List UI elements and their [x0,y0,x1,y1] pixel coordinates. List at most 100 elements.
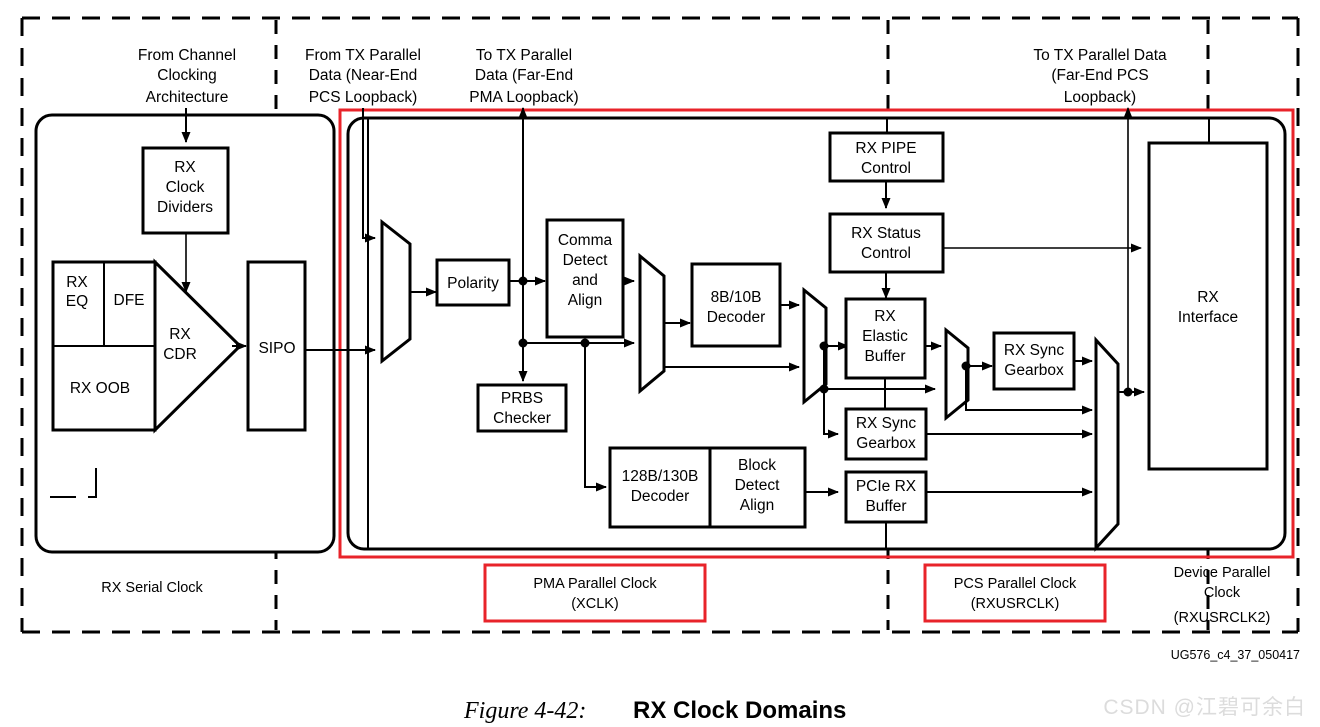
block-label-line: Align [740,497,774,514]
block-block-detect-align: Block Detect Align [708,446,839,529]
block-label-line: Detect [735,477,780,494]
annotation-line: Architecture [146,89,229,106]
block-label-line: Control [861,160,911,177]
block-label-line: SIPO [258,340,295,357]
annotation-line: From TX Parallel [305,47,421,64]
clock-domain-label: PMA Parallel Clock [533,576,657,592]
wire-mux3-fanout [819,341,936,439]
block-rx-elastic-buffer: RX Elastic Buffer [844,297,942,424]
block-label-line: DFE [114,292,145,309]
block-sipo: SIPO [232,260,307,432]
annotation-to-tx-parallel-far-end-pma: To TX Parallel Data (Far-End PMA Loopbac… [469,47,578,106]
block-label-line: Buffer [865,498,906,515]
block-label-line: RX Sync [1004,342,1065,359]
block-comma-detect-and-align: Comma Detect and Align [545,218,635,339]
mux-decoder-select [802,286,828,406]
block-rx-status-control: RX Status Control [828,212,1142,299]
block-label-line: EQ [66,293,88,310]
annotation-line: To TX Parallel Data [1033,47,1167,64]
wire-polarity-fanout [509,276,635,382]
block-rx-interface: RX Interface [1147,118,1269,471]
block-label-line: Comma [558,232,613,249]
block-label-line: RX Status [851,225,921,242]
block-label-line: Polarity [447,275,499,292]
watermark: CSDN @江碧可余白 [1103,696,1306,719]
block-label-line: Clock [166,179,205,196]
block-label-line: PCIe RX [856,478,917,495]
annotation-from-channel-clocking: From Channel Clocking Architecture [138,47,236,106]
wire-to-128b130b [580,338,607,492]
clock-domain-label: (RXUSRCLK) [971,596,1060,612]
block-label-line: Gearbox [856,435,916,452]
annotation-to-tx-parallel-far-end-pcs: To TX Parallel Data (Far-End PCS Loopbac… [1033,47,1167,106]
block-label-line: RX Sync [856,415,917,432]
block-label-line: RX [66,274,88,291]
block-128b130b-decoder: 128B/130B Decoder [608,446,712,529]
figure-title: RX Clock Domains [633,697,846,724]
doc-code-label: UG576_c4_37_050417 [1171,648,1300,662]
block-label-line: Decoder [707,309,766,326]
block-label-line: Block [738,457,776,474]
block-8b10b-decoder: 8B/10B Decoder [690,262,800,348]
block-label-line: RX [874,308,896,325]
block-label-line: PRBS [501,390,543,407]
block-rx-clock-dividers: RX Clock Dividers [141,108,230,293]
block-label-line: Buffer [864,348,905,365]
clock-domain-device-parallel: Device Parallel Clock (RXUSRCLK2) [1174,565,1271,626]
block-prbs-checker: PRBS Checker [476,383,568,433]
block-label-line: 128B/130B [622,468,699,485]
annotation-line: Data (Near-End [309,67,418,84]
annotation-line: To TX Parallel [476,47,572,64]
clock-domain-pcs-parallel: PCS Parallel Clock (RXUSRCLK) [923,563,1107,623]
clock-domain-label: Clock [1204,585,1241,601]
clock-domain-label: Device Parallel [1174,565,1271,581]
block-label-line: Decoder [631,488,690,505]
annotation-line: (Far-End PCS [1051,67,1148,84]
annotation-line: PCS Loopback) [309,89,418,106]
annotation-line: Loopback) [1064,89,1136,106]
block-polarity: Polarity [435,258,511,307]
block-rx-pipe-control: RX PIPE Control [828,118,945,209]
annotation-line: Clocking [157,67,216,84]
mux-input-select [362,108,437,365]
pcs-red-highlight-border [338,108,1295,559]
block-label-line: and [572,272,598,289]
mux-output-select [1094,336,1145,552]
figure-number: Figure 4-42: [463,698,586,724]
block-label-line: Elastic [862,328,908,345]
block-pcie-rx-buffer: PCIe RX Buffer [844,470,1093,549]
mux-elastic-bypass [944,326,993,422]
block-label-line: Detect [563,252,608,269]
block-label-line: RX [1197,289,1219,306]
clock-domain-label: RX Serial Clock [101,580,203,596]
block-label-line: 8B/10B [711,289,762,306]
block-label-line: RX OOB [70,380,130,397]
block-label-line: Align [568,292,602,309]
block-rx-sync-gearbox-upper: RX Sync Gearbox [992,331,1093,391]
corner-tick-marker [50,468,97,498]
clock-domain-rx-serial: RX Serial Clock [101,580,203,596]
annotation-line: PMA Loopback) [469,89,578,106]
block-rx-cdr: RX CDR [153,258,243,434]
wire-gearbox-upper-bypass [965,366,1093,415]
block-label-line: RX [174,159,196,176]
block-label-line: Interface [1178,309,1238,326]
mux-comma-bypass [638,252,691,395]
block-label-line: Control [861,245,911,262]
clock-domain-pma-parallel: PMA Parallel Clock (XCLK) [483,563,707,623]
block-rx-sync-gearbox-lower: RX Sync Gearbox [844,407,1093,461]
annotation-line: Data (Far-End [475,67,573,84]
annotation-line: From Channel [138,47,236,64]
block-label-line: RX [169,326,191,343]
outer-dashed-boundary [20,16,1300,634]
block-label-line: Dividers [157,199,213,216]
block-label-line: CDR [163,346,197,363]
block-rx-frontend: RX EQ DFE RX OOB [51,260,157,432]
clock-domain-label: (XCLK) [571,596,619,612]
clock-domain-label: (RXUSRCLK2) [1174,610,1271,626]
clock-domain-label: PCS Parallel Clock [954,576,1077,592]
annotation-from-tx-parallel-near-end: From TX Parallel Data (Near-End PCS Loop… [305,47,421,106]
block-label-line: Checker [493,410,551,427]
